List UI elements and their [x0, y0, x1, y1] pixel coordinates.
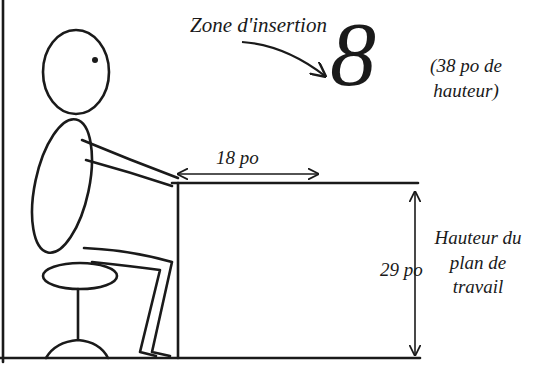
stool-base: [46, 289, 108, 358]
height-caption: Hauteur du plan de travail: [432, 226, 524, 300]
figure-arm: [82, 140, 178, 186]
frame-line: [2, 0, 5, 362]
stool-seat: [43, 263, 117, 289]
floor-line: [0, 357, 420, 360]
figure-torso: [21, 114, 102, 258]
figure-head: [43, 30, 109, 114]
desk-leg: [177, 183, 180, 358]
figure-leg: [92, 262, 160, 356]
figure-eye: [92, 57, 98, 63]
dimension-arrow: [178, 173, 318, 175]
dimension-label: 18 po: [216, 146, 296, 171]
zone-label: Zone d'insertion: [190, 12, 340, 39]
pointer-arrow: [242, 42, 325, 76]
zone-symbol: 8: [330, 8, 410, 100]
height-note: (38 po de hauteur): [420, 54, 512, 103]
desk-top: [172, 182, 418, 185]
dimension-label: 29 po: [380, 258, 440, 283]
